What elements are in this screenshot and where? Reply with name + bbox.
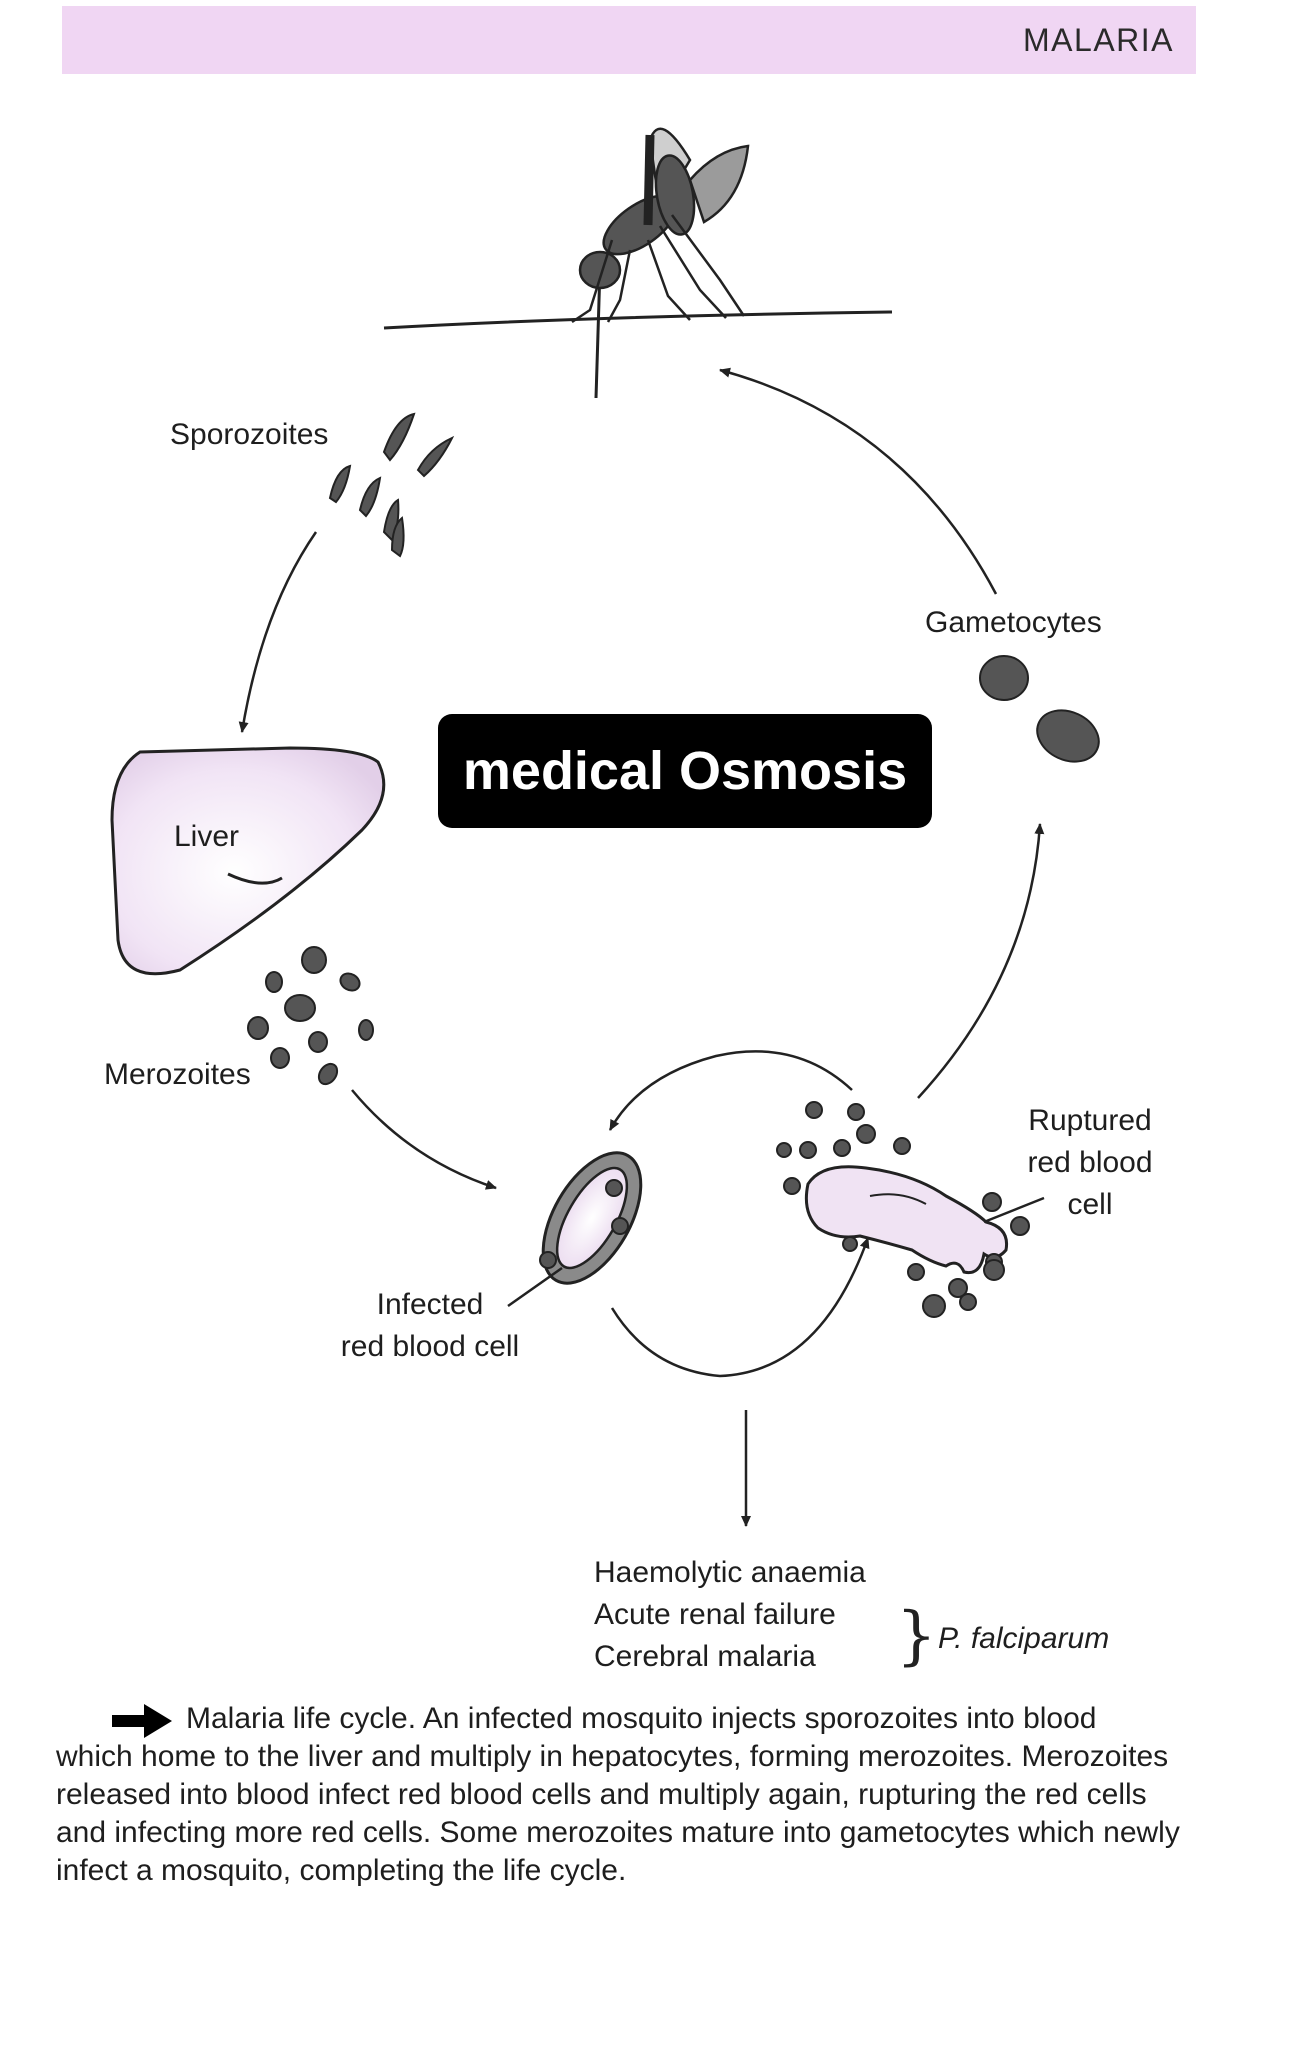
arrow-gametocytes-to-mosquito [719, 367, 998, 595]
arrow-sporozoites-to-liver [238, 531, 318, 733]
label-infected-rbc: Infected red blood cell [340, 1288, 520, 1363]
effect-item: Acute renal failure [594, 1598, 836, 1631]
arrow-rbc-to-ruptured [608, 1050, 853, 1131]
header-title: MALARIA [1023, 22, 1174, 58]
effect-item: Haemolytic anaemia [594, 1556, 866, 1589]
arrow-ruptured-to-gametocytes [917, 823, 1045, 1099]
liver-icon [110, 746, 386, 976]
figure-caption: Malaria life cycle. An infected mosquito… [56, 1700, 1206, 1890]
header-bar: MALARIA [62, 6, 1196, 74]
label-merozoites: Merozoites [104, 1058, 251, 1091]
sporozoites-icon [328, 412, 455, 558]
label-ruptured-rbc: Ruptured red blood cell [1027, 1104, 1153, 1221]
label-sporozoites: Sporozoites [170, 418, 329, 451]
caption-line: infect a mosquito, completing the life c… [56, 1854, 627, 1887]
skin-line [383, 310, 893, 330]
watermark-logo: medical Osmosis [438, 714, 932, 828]
arrow-ruptured-to-rbc [610, 1237, 870, 1378]
brace-symbol: } [896, 1599, 937, 1673]
clinical-effects-list: Haemolytic anaemia Acute renal failure C… [594, 1552, 866, 1678]
infected-rbc-icon [507, 1151, 643, 1308]
species-label: P. falciparum [938, 1622, 1110, 1655]
effect-item: Cerebral malaria [594, 1640, 816, 1673]
gametocytes-icon [979, 655, 1100, 763]
cycle-arrows [238, 367, 1045, 1527]
caption-line: which home to the liver and multiply in … [56, 1740, 1169, 1773]
arrow-merozoites-to-rbc [351, 1089, 497, 1190]
merozoites-icon [247, 946, 374, 1086]
label-gametocytes: Gametocytes [925, 606, 1102, 639]
right-arrow-icon [112, 1704, 172, 1738]
label-liver: Liver [174, 820, 240, 853]
mosquito-icon [571, 127, 750, 399]
ruptured-rbc-icon [776, 1101, 1045, 1318]
caption-line: Malaria life cycle. An infected mosquito… [186, 1702, 1097, 1735]
caption-line: released into blood infect red blood cel… [56, 1778, 1147, 1811]
caption-line: and infecting more red cells. Some meroz… [56, 1816, 1180, 1849]
